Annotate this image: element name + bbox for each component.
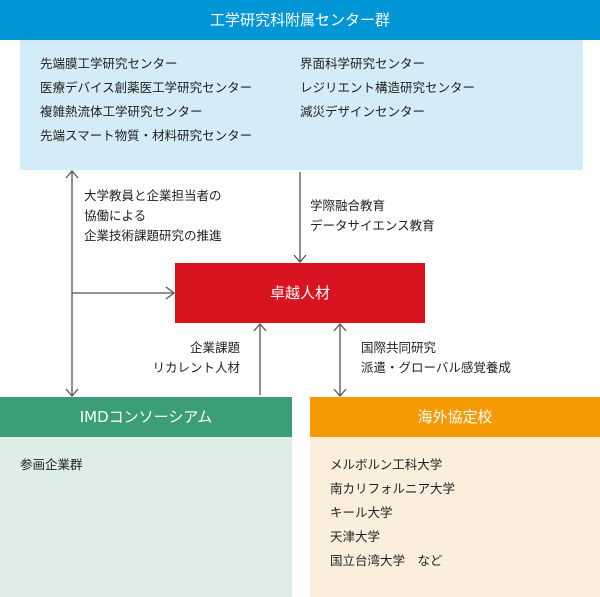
arrowhead-up-icon	[333, 323, 347, 332]
collab-label-line: 企業技術課題研究の推進	[84, 228, 222, 243]
industry-label: 企業課題 リカレント人材	[120, 338, 240, 378]
international-label: 国際共同研究 派遣・グローバル感覚養成	[361, 338, 511, 378]
center-list-right: 界面科学研究センター レジリエント構造研究センター 減災デザインセンター	[300, 52, 475, 124]
center-item: 減災デザインセンター	[300, 104, 426, 119]
overseas-item: キール大学	[330, 505, 393, 520]
imd-item: 参画企業群	[20, 457, 83, 472]
overseas-body: メルボルン工科大学 南カリフォルニア大学 キール大学 天津大学 国立台湾大学 な…	[310, 437, 600, 597]
overseas-item: 天津大学	[330, 529, 381, 544]
collab-label-line: 大学教員と企業担当者の	[84, 188, 222, 203]
arrowhead-right-icon	[165, 286, 176, 300]
overseas-item: 国立台湾大学 など	[330, 553, 443, 568]
center-group-title: 工学研究科附属センター群	[0, 0, 600, 40]
industry-label-line: 企業課題	[189, 340, 240, 355]
education-label-line: 学際融合教育	[310, 198, 386, 213]
imd-title: IMDコンソーシアム	[0, 397, 292, 437]
education-label: 学際融合教育 データサイエンス教育	[310, 196, 435, 236]
collab-label-line: 協働による	[84, 208, 147, 223]
center-item: レジリエント構造研究センター	[300, 80, 476, 95]
overseas-title: 海外協定校	[310, 397, 600, 437]
hub-box: 卓越人材	[175, 263, 425, 323]
center-group-list: 先端膜工学研究センター 医療デバイス創薬医工学研究センター 複雑熱流体工学研究セ…	[20, 40, 583, 170]
international-label-line: 国際共同研究	[361, 340, 437, 355]
overseas-item: メルボルン工科大学	[330, 457, 443, 472]
center-item: 界面科学研究センター	[300, 56, 426, 71]
arrowhead-down-icon	[293, 254, 307, 263]
industry-label-line: リカレント人材	[152, 360, 240, 375]
center-item: 複雑熱流体工学研究センター	[40, 104, 203, 119]
arrowhead-down-icon	[65, 388, 79, 397]
arrowhead-up-icon	[253, 323, 267, 332]
center-list-left: 先端膜工学研究センター 医療デバイス創薬医工学研究センター 複雑熱流体工学研究セ…	[40, 52, 252, 148]
center-item: 医療デバイス創薬医工学研究センター	[40, 80, 253, 95]
arrowhead-down-icon	[333, 388, 347, 397]
center-item: 先端スマート物質・材料研究センター	[40, 128, 253, 143]
overseas-item: 南カリフォルニア大学	[330, 481, 456, 496]
center-item: 先端膜工学研究センター	[40, 56, 178, 71]
overseas-list: メルボルン工科大学 南カリフォルニア大学 キール大学 天津大学 国立台湾大学 な…	[330, 453, 455, 573]
imd-body: 参画企業群	[0, 437, 292, 597]
collab-label: 大学教員と企業担当者の 協働による 企業技術課題研究の推進	[84, 186, 222, 246]
education-label-line: データサイエンス教育	[310, 218, 435, 233]
international-label-line: 派遣・グローバル感覚養成	[361, 360, 511, 375]
arrowhead-up-icon	[65, 170, 79, 179]
